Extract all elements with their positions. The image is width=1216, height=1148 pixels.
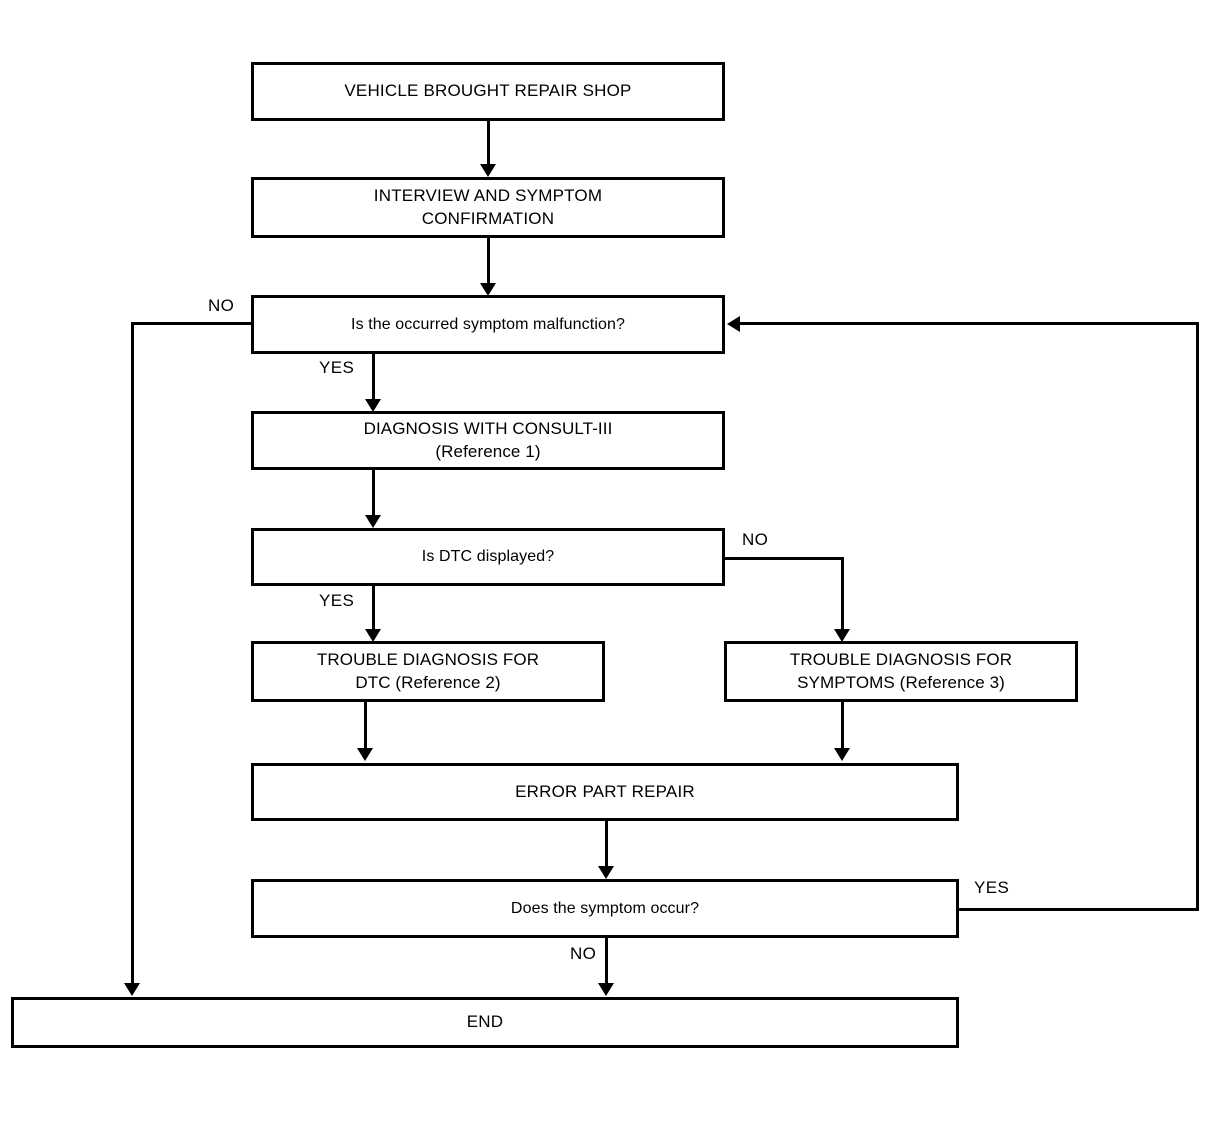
arrowhead-malfunction-no-to-end	[124, 983, 140, 996]
edge-trouble-symptoms-to-repair	[841, 702, 844, 750]
edge-malfunction-yes-to-diagnosis	[372, 354, 375, 401]
node-end-label: END	[466, 1012, 504, 1032]
node-does-symptom-occur-label: Does the symptom occur?	[510, 899, 700, 917]
node-trouble-diagnosis-dtc-label: TROUBLE DIAGNOSIS FOR DTC (Reference 2)	[316, 650, 540, 692]
arrowhead-occur-yes-to-malfunction	[727, 316, 740, 332]
node-end: END	[11, 997, 959, 1048]
arrowhead-repair-to-occur	[598, 866, 614, 879]
node-vehicle-brought-label: VEHICLE BROUGHT REPAIR SHOP	[344, 81, 632, 101]
node-diagnosis-consult: DIAGNOSIS WITH CONSULT-III (Reference 1)	[251, 411, 725, 470]
arrowhead-trouble-dtc-to-repair	[357, 748, 373, 761]
edge-label-malfunction-yes: YES	[319, 358, 355, 377]
edge-occur-yes-vertical	[1196, 322, 1199, 911]
node-error-part-repair-label: ERROR PART REPAIR	[515, 781, 695, 801]
edge-repair-to-occur	[605, 821, 608, 869]
node-is-malfunction-label: Is the occurred symptom malfunction?	[351, 315, 625, 333]
node-vehicle-brought: VEHICLE BROUGHT REPAIR SHOP	[251, 62, 725, 121]
edge-vehicle-to-interview	[487, 121, 490, 166]
edge-malfunction-no-horizontal	[131, 322, 254, 325]
node-does-symptom-occur: Does the symptom occur?	[251, 879, 959, 938]
node-interview-confirmation-label: INTERVIEW AND SYMPTOM CONFIRMATION	[373, 186, 603, 228]
node-error-part-repair: ERROR PART REPAIR	[251, 763, 959, 821]
arrowhead-vehicle-to-interview	[480, 164, 496, 177]
node-trouble-diagnosis-symptoms-label: TROUBLE DIAGNOSIS FOR SYMPTOMS (Referenc…	[789, 650, 1013, 692]
node-is-dtc-displayed-label: Is DTC displayed?	[421, 548, 555, 566]
arrowhead-interview-to-malfunction	[480, 283, 496, 296]
arrowhead-trouble-symptoms-to-repair	[834, 748, 850, 761]
edge-occur-yes-horizontal	[956, 908, 1199, 911]
arrowhead-diagnosis-to-dtc	[365, 515, 381, 528]
node-diagnosis-consult-label: DIAGNOSIS WITH CONSULT-III (Reference 1)	[363, 419, 613, 461]
edge-malfunction-no-vertical	[131, 322, 134, 985]
edge-label-occur-no: NO	[570, 944, 597, 963]
edge-occur-no-to-end	[605, 938, 608, 985]
node-is-dtc-displayed: Is DTC displayed?	[251, 528, 725, 586]
edge-occur-yes-return-horizontal	[740, 322, 1199, 325]
edge-label-occur-yes: YES	[974, 878, 1010, 897]
edge-dtc-yes-to-trouble-dtc	[372, 586, 375, 632]
node-trouble-diagnosis-dtc: TROUBLE DIAGNOSIS FOR DTC (Reference 2)	[251, 641, 605, 702]
edge-label-dtc-no: NO	[742, 530, 769, 549]
arrowhead-dtc-no-to-trouble-symptoms	[834, 629, 850, 642]
arrowhead-occur-no-to-end	[598, 983, 614, 996]
edge-dtc-no-horizontal	[722, 557, 844, 560]
node-trouble-diagnosis-symptoms: TROUBLE DIAGNOSIS FOR SYMPTOMS (Referenc…	[724, 641, 1078, 702]
edge-trouble-dtc-to-repair	[364, 702, 367, 750]
edge-diagnosis-to-dtc	[372, 470, 375, 518]
arrowhead-malfunction-yes-to-diagnosis	[365, 399, 381, 412]
node-interview-confirmation: INTERVIEW AND SYMPTOM CONFIRMATION	[251, 177, 725, 238]
edge-label-malfunction-no: NO	[208, 296, 235, 315]
edge-dtc-no-vertical	[841, 557, 844, 632]
edge-interview-to-malfunction	[487, 238, 490, 286]
node-is-malfunction: Is the occurred symptom malfunction?	[251, 295, 725, 354]
arrowhead-dtc-yes-to-trouble-dtc	[365, 629, 381, 642]
edge-label-dtc-yes: YES	[319, 591, 355, 610]
